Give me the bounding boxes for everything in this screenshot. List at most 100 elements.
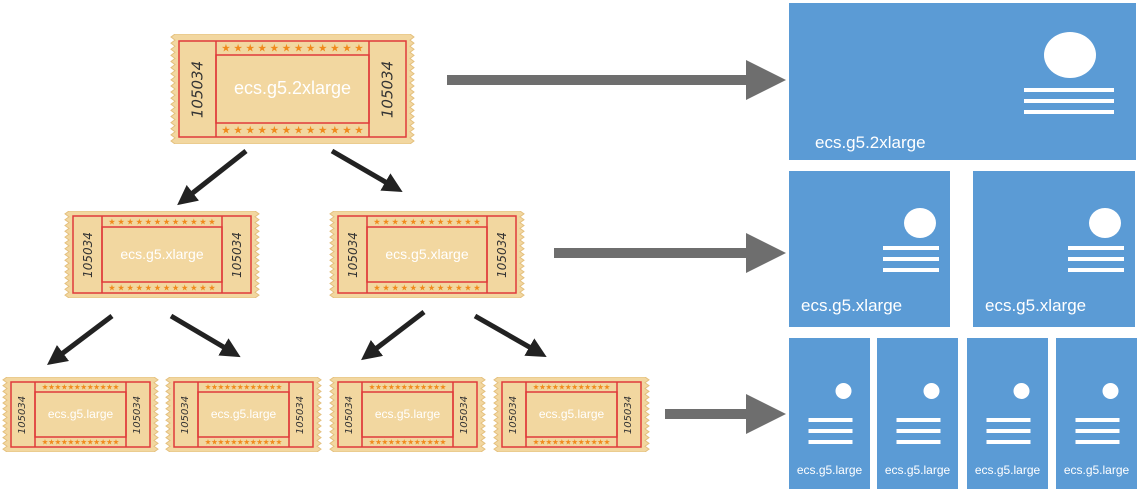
star-icon: ★ [270, 43, 279, 55]
arrow-2xl-to-xl-2 [330, 148, 403, 193]
star-icon: ★ [55, 438, 62, 447]
ticket-graphic: ★★★★★★★★★★★★★★★★★★★★★★★★ [64, 211, 260, 298]
star-icon: ★ [55, 383, 62, 392]
star-icon: ★ [578, 383, 585, 392]
star-icon: ★ [42, 383, 49, 392]
star-icon: ★ [419, 216, 426, 226]
star-icon: ★ [172, 216, 179, 226]
star-icon: ★ [604, 438, 611, 447]
instance-card-label: ecs.g5.xlarge [985, 296, 1087, 315]
star-icon: ★ [369, 438, 376, 447]
star-icon: ★ [258, 43, 267, 55]
star-icon: ★ [100, 438, 107, 447]
star-icon: ★ [211, 438, 218, 447]
ticket-serial-right: 105034 [132, 395, 143, 434]
star-icon: ★ [218, 383, 225, 392]
star-icon: ★ [93, 438, 100, 447]
server-icon-bar [1024, 110, 1114, 114]
star-icon: ★ [565, 438, 572, 447]
server-icon [808, 383, 853, 444]
server-icon-bar [1075, 418, 1120, 422]
server-icon-bar [808, 418, 853, 422]
star-icon: ★ [205, 383, 212, 392]
ticket-serial-right: 105034 [459, 395, 470, 434]
star-icon: ★ [552, 383, 559, 392]
star-icon: ★ [369, 383, 376, 392]
star-icon: ★ [446, 216, 453, 226]
star-icon: ★ [354, 43, 363, 55]
star-icon: ★ [591, 383, 598, 392]
star-icon: ★ [539, 438, 546, 447]
server-icon-dot [1102, 383, 1119, 399]
star-icon: ★ [245, 125, 254, 137]
server-icon-bar [808, 440, 853, 444]
star-icon: ★ [382, 282, 389, 292]
star-icon: ★ [93, 383, 100, 392]
instance-card-large-3: ecs.g5.large [967, 338, 1048, 489]
star-icon: ★ [230, 383, 237, 392]
server-icon-bar [883, 257, 939, 261]
server-icon-bar [986, 418, 1031, 422]
server-icon [883, 208, 939, 272]
star-icon: ★ [199, 216, 206, 226]
star-icon: ★ [407, 383, 414, 392]
star-icon: ★ [117, 282, 124, 292]
star-icon: ★ [373, 282, 380, 292]
star-icon: ★ [410, 216, 417, 226]
ticket-serial-right: 105034 [229, 231, 244, 278]
ticket-graphic: ★★★★★★★★★★★★★★★★★★★★★★★★ [329, 377, 486, 452]
server-icon-dot [835, 383, 852, 399]
star-icon: ★ [67, 383, 74, 392]
star-icon: ★ [233, 43, 242, 55]
arrow-xl2-to-l-3 [361, 310, 426, 361]
star-icon: ★ [306, 125, 315, 137]
star-icon: ★ [48, 438, 55, 447]
ticket-serial-left: 105034 [80, 231, 95, 278]
star-icon: ★ [419, 282, 426, 292]
star-icon: ★ [414, 383, 421, 392]
star-icon: ★ [318, 43, 327, 55]
instance-card-xlarge-1: ecs.g5.xlarge [789, 171, 950, 327]
server-icon [1075, 383, 1120, 444]
star-icon: ★ [597, 383, 604, 392]
star-icon: ★ [464, 282, 471, 292]
star-icon: ★ [108, 282, 115, 292]
star-icon: ★ [591, 438, 598, 447]
ticket-body [329, 211, 525, 298]
star-icon: ★ [584, 383, 591, 392]
star-icon: ★ [224, 383, 231, 392]
star-icon: ★ [145, 216, 152, 226]
star-icon: ★ [391, 216, 398, 226]
star-icon: ★ [558, 383, 565, 392]
star-icon: ★ [237, 383, 244, 392]
ticket-body [493, 377, 650, 452]
instance-card-2xlarge: ecs.g5.2xlarge [789, 3, 1136, 160]
server-icon [986, 383, 1031, 444]
star-icon: ★ [243, 438, 250, 447]
star-icon: ★ [306, 43, 315, 55]
star-icon: ★ [394, 438, 401, 447]
star-icon: ★ [218, 438, 225, 447]
star-icon: ★ [464, 216, 471, 226]
star-icon: ★ [391, 282, 398, 292]
star-icon: ★ [597, 438, 604, 447]
star-icon: ★ [221, 43, 230, 55]
star-icon: ★ [269, 383, 276, 392]
star-icon: ★ [74, 383, 81, 392]
star-icon: ★ [163, 282, 170, 292]
star-icon: ★ [113, 438, 120, 447]
star-icon: ★ [221, 125, 230, 137]
star-icon: ★ [382, 438, 389, 447]
star-icon: ★ [401, 216, 408, 226]
star-icon: ★ [394, 383, 401, 392]
star-icon: ★ [427, 438, 434, 447]
star-icon: ★ [172, 282, 179, 292]
star-icon: ★ [533, 383, 540, 392]
star-icon: ★ [375, 383, 382, 392]
ticket-body [165, 377, 322, 452]
server-icon-dot [1013, 383, 1030, 399]
star-icon: ★ [243, 383, 250, 392]
star-icon: ★ [433, 383, 440, 392]
ticket-serial-right: 105034 [494, 231, 509, 278]
